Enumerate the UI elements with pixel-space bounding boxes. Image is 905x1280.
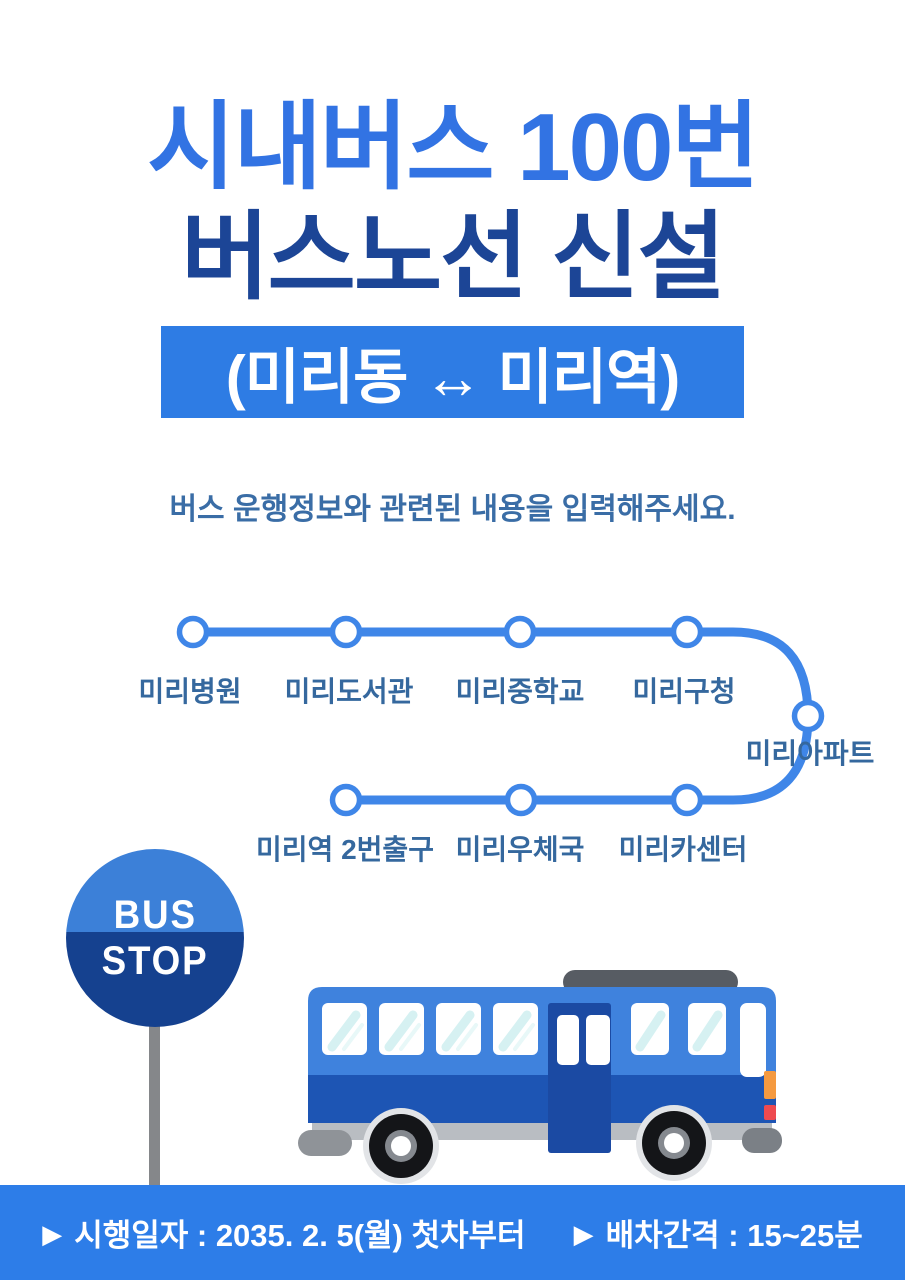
route-stop-marker <box>670 783 704 817</box>
bus-red-light <box>764 1105 776 1120</box>
bus-stop-sign-line2: STOP <box>101 939 209 983</box>
stop-label-carcenter: 미리카센터 <box>618 834 748 865</box>
footer-interval: ▶ 배차간격 : 15~25분 <box>574 1210 863 1255</box>
stop-label-library: 미리도서관 <box>284 676 414 707</box>
route-stop-marker <box>176 615 210 649</box>
route-stop-marker <box>329 615 363 649</box>
route-line <box>188 627 813 805</box>
play-triangle-icon: ▶ <box>573 1218 594 1249</box>
bus-window <box>322 1003 367 1055</box>
footer-start-date-text: 시행일자 : 2035. 2. 5(월) 첫차부터 <box>74 1218 526 1253</box>
footer-bar: ▶ 시행일자 : 2035. 2. 5(월) 첫차부터 ▶ 배차간격 : 15~… <box>0 1185 905 1280</box>
route-stop-marker <box>503 615 537 649</box>
bus-window <box>688 1003 726 1055</box>
route-stop-marker <box>329 783 363 817</box>
play-triangle-icon: ▶ <box>42 1218 63 1249</box>
bus-stop-sign-pole <box>149 1020 160 1186</box>
poster-subtitle: 버스 운행정보와 관련된 내용을 입력해주세요. <box>169 493 736 526</box>
bus-window <box>493 1003 538 1055</box>
bus-wheel <box>363 1108 439 1184</box>
footer-interval-text: 배차간격 : 15~25분 <box>605 1218 863 1253</box>
bus-orange-light <box>764 1071 776 1099</box>
bus-front-bumper <box>742 1128 782 1153</box>
bus-door-window <box>557 1015 579 1065</box>
bus-window <box>436 1003 481 1055</box>
stop-label-apartment: 미리아파트 <box>745 738 875 769</box>
route-stop-marker <box>670 615 704 649</box>
bus-stop-sign: BUS STOP <box>66 849 244 1027</box>
route-banner-text: (미리동 ↔ 미리역) <box>225 343 681 411</box>
bus-wheel <box>636 1105 712 1181</box>
footer-start-date: ▶ 시행일자 : 2035. 2. 5(월) 첫차부터 <box>42 1210 525 1255</box>
bus-window <box>631 1003 669 1055</box>
bus-windshield <box>740 1003 766 1077</box>
stop-label-school: 미리중학교 <box>455 676 585 707</box>
stop-label-station: 미리역 2번출구 <box>256 834 434 865</box>
route-map-diagram <box>176 615 825 817</box>
stop-label-office: 미리구청 <box>632 676 736 707</box>
bus-icon <box>298 970 782 1184</box>
stop-label-postoffice: 미리우체국 <box>455 834 585 865</box>
bus-window <box>379 1003 424 1055</box>
route-stop-marker <box>504 783 538 817</box>
bus-rear-bumper <box>298 1130 352 1156</box>
route-stop-marker <box>791 699 825 733</box>
bus-door-window <box>586 1015 610 1065</box>
bus-stop-sign-line1: BUS <box>113 893 197 937</box>
page-title-line1: 시내버스 100번 <box>147 94 759 201</box>
route-banner: (미리동 ↔ 미리역) <box>161 326 744 418</box>
page-title-line2: 버스노선 신설 <box>181 204 726 311</box>
stop-label-hospital: 미리병원 <box>138 676 242 707</box>
